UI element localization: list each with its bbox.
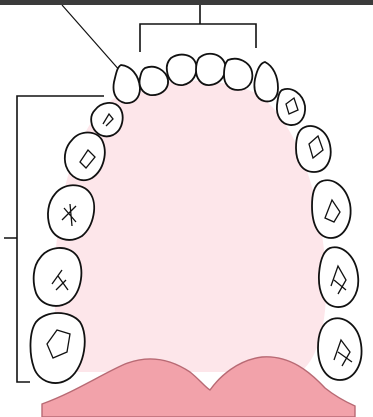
tooth-right-second-premolar	[296, 126, 331, 172]
tooth-upper-left-canine	[113, 65, 140, 103]
tooth-upper-right-canine	[254, 62, 278, 101]
tooth-upper-left-central-incisor	[167, 55, 197, 85]
tooth-left-first-premolar	[91, 103, 122, 136]
tooth-upper-left-lateral-incisor	[139, 67, 168, 95]
incisor-bracket	[140, 5, 256, 52]
tooth-right-second-molar	[319, 247, 358, 307]
tooth-left-third-molar	[30, 313, 84, 383]
tooth-right-first-molar	[312, 180, 351, 238]
tooth-right-third-molar	[318, 318, 362, 380]
tooth-upper-right-central-incisor	[196, 54, 225, 85]
tooth-upper-right-lateral-incisor	[224, 59, 252, 90]
pointer-line	[62, 5, 121, 72]
tooth-right-first-premolar	[277, 89, 305, 125]
top-frame-border	[0, 0, 373, 5]
